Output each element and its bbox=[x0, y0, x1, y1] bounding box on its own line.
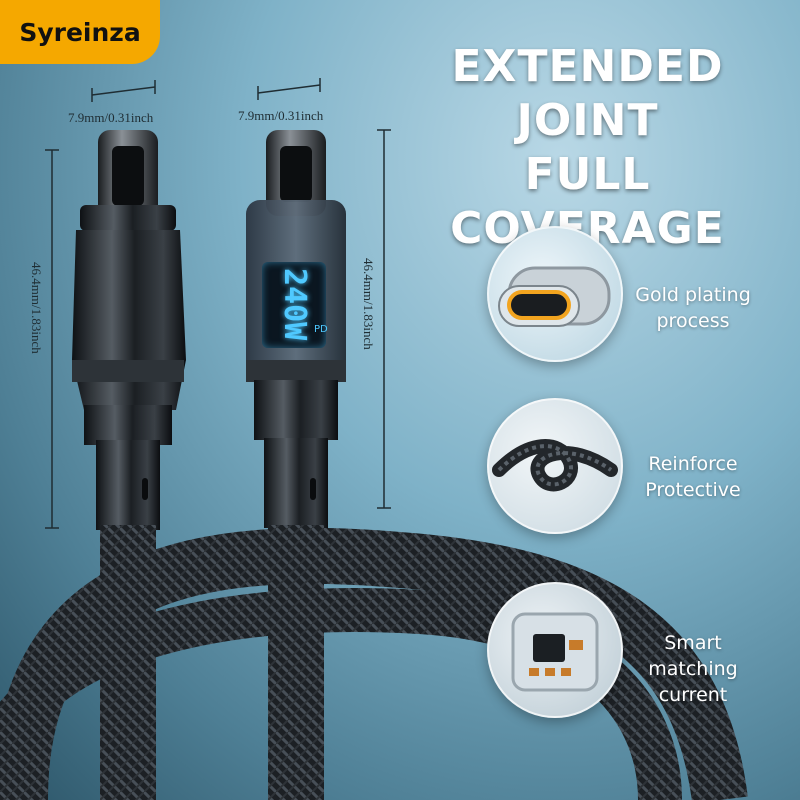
gold-connector-icon bbox=[487, 226, 623, 362]
brand-badge: Syreinza bbox=[0, 0, 160, 64]
feature-smart-current: Smart matching current bbox=[618, 630, 768, 708]
right-length-label: 46.4mm/1.83inch bbox=[361, 258, 376, 350]
left-connector bbox=[72, 130, 186, 800]
feature-line: process bbox=[656, 310, 730, 332]
left-width-label: 7.9mm/0.31inch bbox=[68, 110, 154, 125]
brand-name: Syreinza bbox=[19, 17, 141, 47]
braided-knot-icon bbox=[487, 398, 623, 534]
headline: EXTENDED JOINT FULL COVERAGE bbox=[385, 40, 790, 256]
right-width-label: 7.9mm/0.31inch bbox=[238, 108, 324, 123]
led-reading: 240W bbox=[277, 268, 312, 341]
feature-gold-plating: Gold plating process bbox=[618, 282, 768, 334]
feature-line: Smart matching bbox=[648, 632, 738, 680]
feature-reinforce: Reinforce Protective bbox=[618, 451, 768, 503]
led-display: 240W PD bbox=[262, 262, 328, 348]
right-connector bbox=[246, 130, 346, 800]
feature-line: Gold plating bbox=[635, 284, 751, 306]
feature-line: Reinforce bbox=[648, 453, 738, 475]
headline-line-2: FULL COVERAGE bbox=[450, 149, 725, 254]
coiled-cable-outer bbox=[0, 588, 682, 800]
dimension-lines bbox=[45, 78, 391, 529]
chip-icon bbox=[487, 582, 623, 718]
feature-line: Protective bbox=[645, 479, 741, 501]
headline-line-1: EXTENDED JOINT bbox=[451, 41, 724, 146]
feature-line: current bbox=[658, 684, 728, 706]
coiled-cable bbox=[0, 527, 748, 800]
left-length-label: 46.4mm/1.83inch bbox=[29, 262, 44, 354]
led-tag: PD bbox=[314, 324, 328, 335]
